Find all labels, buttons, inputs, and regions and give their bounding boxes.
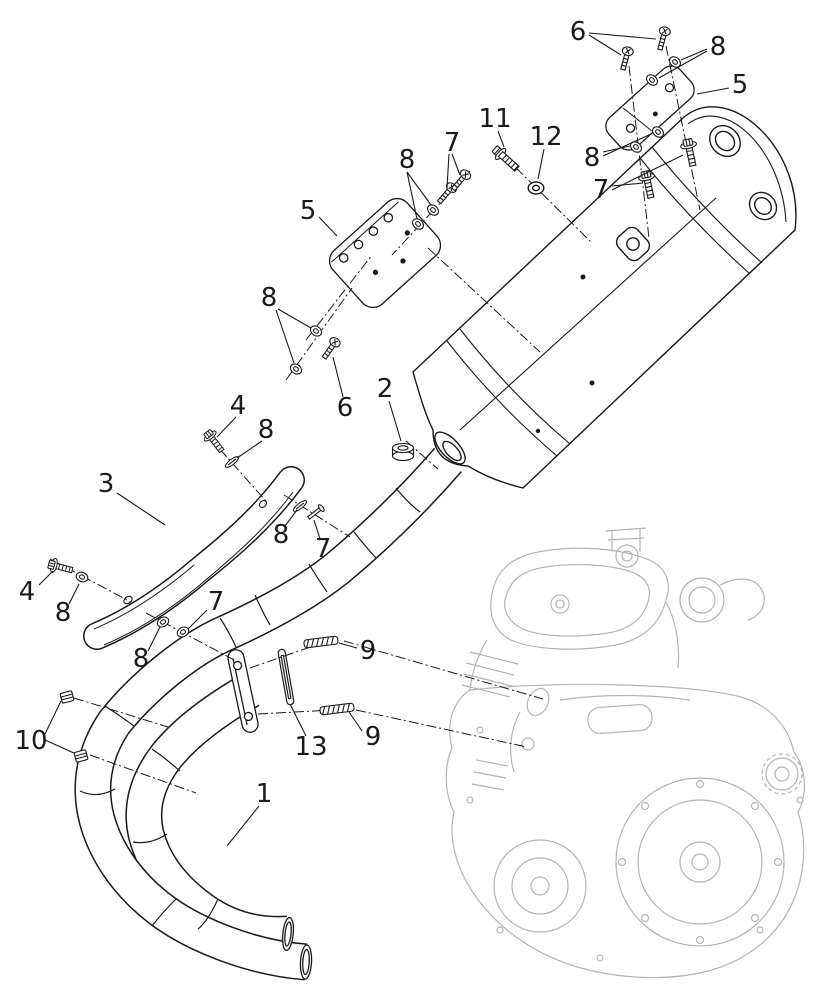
callout-11: 11 — [478, 104, 512, 134]
header-pipe-front-tube — [74, 447, 462, 981]
engine-illustration — [445, 527, 805, 979]
muffler — [412, 106, 797, 489]
callout-10: 10 — [14, 726, 48, 756]
flange-nut — [391, 442, 415, 462]
washer — [527, 181, 545, 195]
callout-6: 6 — [336, 393, 354, 423]
callout-9: 9 — [359, 636, 377, 666]
screw — [307, 504, 325, 520]
callout-6: 6 — [569, 17, 587, 47]
callout-8: 8 — [260, 283, 278, 313]
callout-8: 8 — [132, 644, 150, 674]
callout-8: 8 — [583, 143, 601, 173]
callout-4: 4 — [18, 577, 36, 607]
screw — [617, 45, 635, 72]
callout-7: 7 — [314, 534, 332, 564]
washer — [424, 202, 442, 218]
pipe-end-openings — [281, 916, 313, 980]
callout-5: 5 — [731, 70, 749, 100]
fasteners — [46, 25, 702, 763]
stud — [319, 702, 355, 716]
heat-shield-muffler-lower — [328, 197, 442, 309]
callout-8: 8 — [398, 145, 416, 175]
washer — [291, 498, 309, 514]
heat-shield-muffler-upper — [605, 65, 695, 151]
callout-5: 5 — [299, 196, 317, 226]
callout-1: 1 — [255, 779, 273, 809]
washer — [307, 323, 325, 339]
exhaust-flange-plate — [227, 649, 259, 733]
callout-7: 7 — [443, 128, 461, 158]
pipe-weld-seams — [79, 487, 421, 930]
callout-8: 8 — [54, 598, 72, 628]
hex-flange-bolt — [491, 145, 520, 172]
callout-8: 8 — [272, 520, 290, 550]
screw — [654, 25, 672, 52]
bolt — [200, 426, 228, 456]
clamp-nut — [59, 690, 75, 704]
callout-8: 8 — [709, 32, 727, 62]
callout-3: 3 — [97, 469, 115, 499]
bolt — [46, 556, 75, 578]
washer — [74, 570, 90, 584]
screw — [319, 335, 343, 362]
callout-12: 12 — [529, 122, 563, 152]
callout-2: 2 — [376, 374, 394, 404]
callout-9: 9 — [364, 722, 382, 752]
callout-4: 4 — [229, 391, 247, 421]
stud — [303, 635, 339, 649]
exhaust-gasket — [277, 648, 295, 706]
screw — [448, 167, 473, 194]
callout-7: 7 — [592, 175, 610, 205]
callout-8: 8 — [257, 415, 275, 445]
header-pipe-rear-tube — [125, 674, 290, 953]
callout-13: 13 — [294, 732, 328, 762]
leader-lines — [38, 32, 730, 847]
callout-7: 7 — [207, 587, 225, 617]
muffler-mount-bracket — [615, 226, 651, 262]
